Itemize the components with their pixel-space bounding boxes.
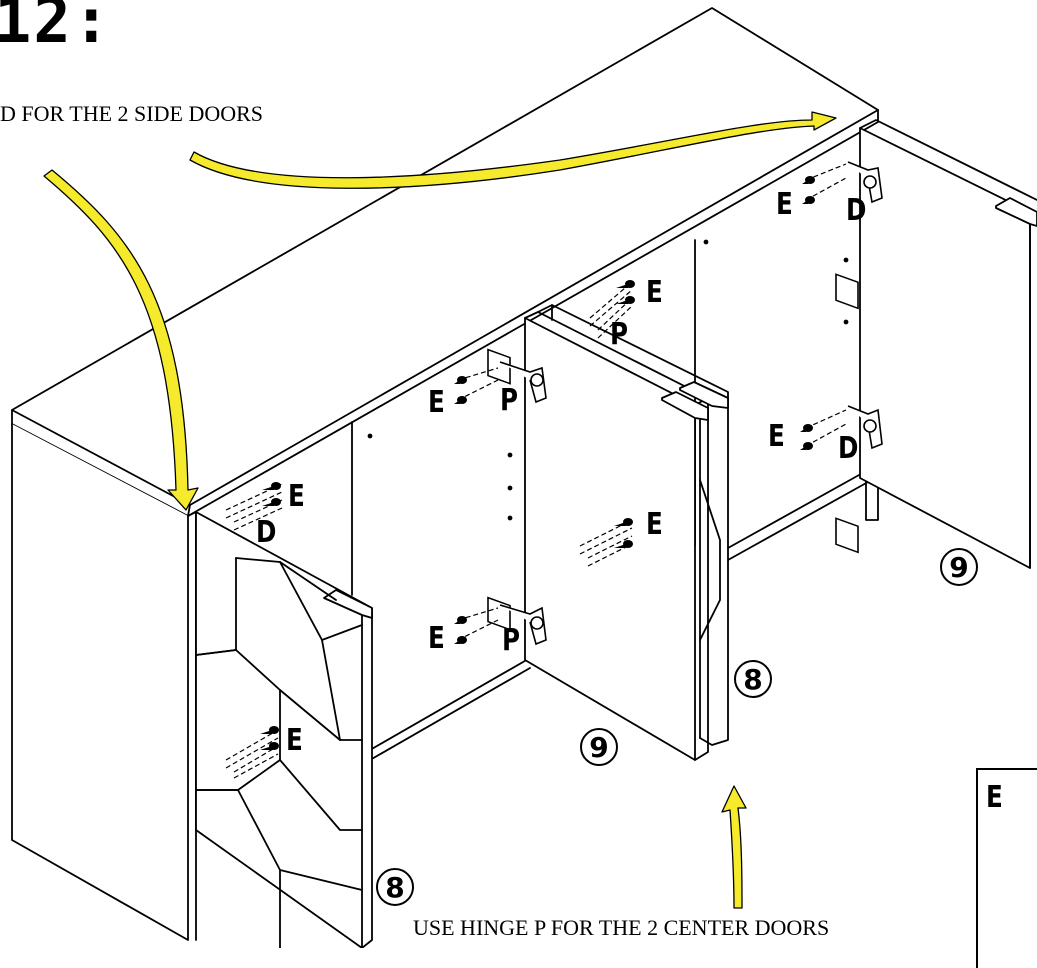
part-number-badge: 8 xyxy=(376,868,414,906)
screw-label: E xyxy=(768,419,785,454)
screws xyxy=(260,176,815,750)
screw-icon xyxy=(614,518,633,526)
hinge-center-label: P xyxy=(502,623,521,658)
screw-icon xyxy=(614,540,633,548)
center-doors-note: USE HINGE P FOR THE 2 CENTER DOORS xyxy=(413,915,830,940)
cabinet-top-panel xyxy=(11,7,879,517)
arrows xyxy=(43,111,837,909)
screw-icon xyxy=(800,424,813,432)
parts-legend-box: E xyxy=(976,768,1037,968)
hinges xyxy=(487,161,883,646)
screw-label: E xyxy=(286,723,303,758)
cabinet-drawing xyxy=(11,7,1037,948)
screw-icon xyxy=(616,296,635,304)
hinge-center-label: P xyxy=(500,383,519,418)
arrow-icon xyxy=(43,169,199,511)
hinge-side-label: D xyxy=(846,193,867,228)
door-left-outer xyxy=(195,511,373,948)
step-title: 12: xyxy=(0,0,112,57)
screw-icon xyxy=(454,636,467,644)
screw-label: E xyxy=(646,275,663,310)
door-right-outer xyxy=(859,119,1037,569)
hinge-center-label: P xyxy=(610,317,629,352)
part-number-badge: 9 xyxy=(940,548,978,586)
screw-label: E xyxy=(428,385,445,420)
screw-icon xyxy=(454,396,467,404)
side-doors-note: D FOR THE 2 SIDE DOORS xyxy=(0,101,264,126)
hinge-icon xyxy=(835,405,883,554)
door-center-right xyxy=(537,304,729,746)
screw-icon xyxy=(800,442,813,450)
screw-guides xyxy=(225,163,847,779)
screw-icon xyxy=(262,498,281,506)
screw-icon xyxy=(454,616,467,624)
part-number-badge: 9 xyxy=(580,728,618,766)
legend-letter: E xyxy=(986,780,1003,815)
screw-icon xyxy=(260,742,279,750)
arrow-icon xyxy=(189,111,837,189)
screw-icon xyxy=(616,280,635,288)
screw-icon xyxy=(260,726,279,734)
hinge-icon xyxy=(487,348,547,404)
hinge-side-label: D xyxy=(256,515,277,550)
screw-icon xyxy=(262,482,281,490)
hinge-side-label: D xyxy=(838,431,859,466)
arrow-icon xyxy=(721,785,747,909)
hinge-icon xyxy=(487,596,547,646)
screw-icon xyxy=(454,376,467,384)
screw-label: E xyxy=(776,187,793,222)
hinge-icon xyxy=(835,161,883,310)
cabinet-left-side xyxy=(11,423,197,941)
screw-label: E xyxy=(646,507,663,542)
screw-label: E xyxy=(288,479,305,514)
part-number-badge: 8 xyxy=(734,660,772,698)
screw-label: E xyxy=(428,621,445,656)
screw-icon xyxy=(802,176,815,184)
screw-icon xyxy=(802,196,815,204)
